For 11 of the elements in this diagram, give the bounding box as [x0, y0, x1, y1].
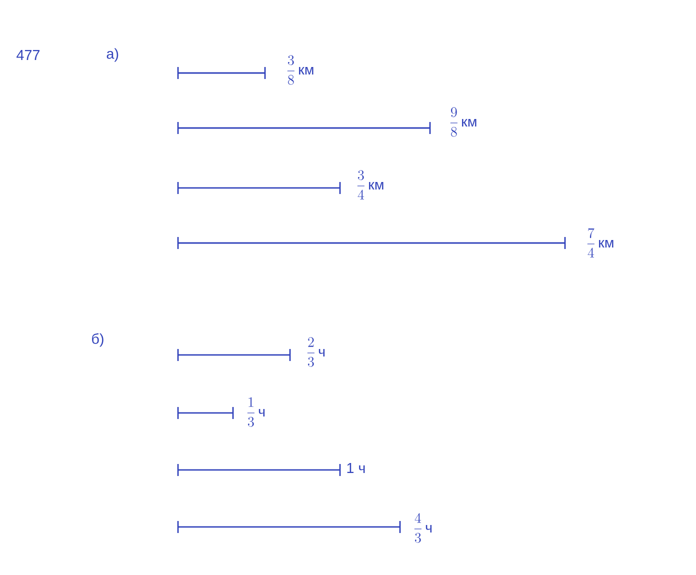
handwritten-label: $\frac{3}{4}\,\text{км}$ [357, 170, 384, 200]
handwritten-label: 477 [16, 50, 40, 60]
handwritten-label: $\frac{9}{8}\,\text{км}$ [450, 107, 476, 137]
handwritten-label: $\frac{4}{3}\,\text{ч}$ [414, 513, 432, 543]
handwritten-label: б) [92, 333, 104, 347]
handwritten-label: $\frac{7}{4}\,\text{км}$ [587, 228, 614, 258]
handwritten-label: $\frac{1}{3}\,\text{ч}$ [247, 397, 265, 427]
handwritten-label: а) [106, 48, 118, 62]
handwritten-label: 1 ч [347, 463, 365, 473]
handwritten-label: $\frac{3}{8}\,\text{км}$ [287, 55, 314, 85]
handwritten-label: $\frac{2}{3}\,\text{ч}$ [307, 337, 325, 367]
